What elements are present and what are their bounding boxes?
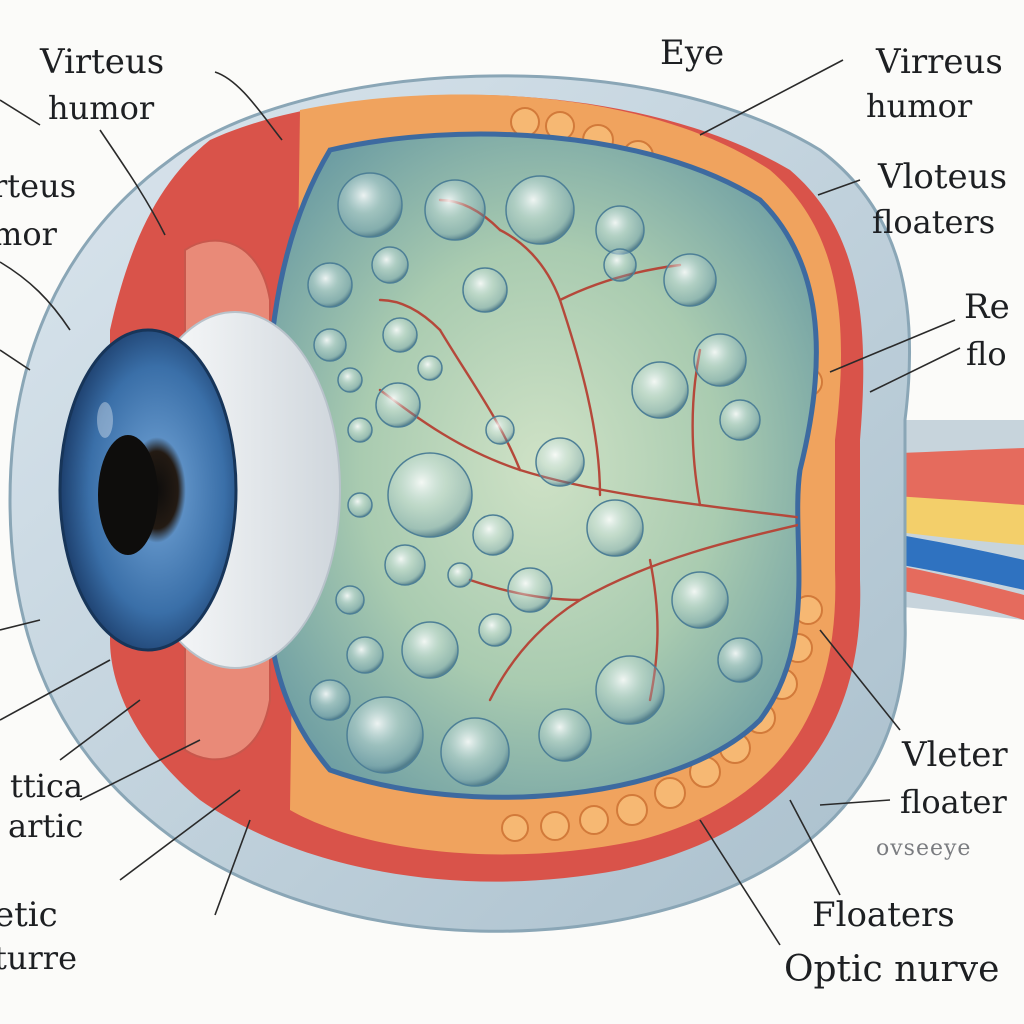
label-vitreous-humor-top-right-line1: Virreus [876, 42, 1003, 82]
label-vitreous-floaters-right-line2: floaters [872, 203, 996, 241]
label-retina-floaters-right-line2: flo [966, 335, 1007, 373]
label-vitreous-floaters-lower-right-line1: Vleter [902, 735, 1008, 775]
floaters [307, 172, 763, 787]
label-optic-left-line1: ttica [10, 767, 83, 805]
label-vitreous-humor-top-left-line1: Virteus [40, 42, 165, 82]
label-vitreous-floaters-lower-right-line2: floater [900, 783, 1007, 821]
label-eye: Eye [660, 33, 725, 73]
label-optic-nerve-bottom-left-line1: etic [0, 895, 58, 935]
label-small-caption: ovseeye [876, 836, 972, 861]
label-vitreous-humor-left-line1: rteus [0, 167, 77, 205]
label-optic-nerve-bottom-left-line2: turre [0, 939, 77, 977]
label-vitreous-humor-left-line2: mor [0, 215, 57, 253]
label-leader-lines [0, 59, 961, 946]
label-retina-floaters-right-line1: Re [964, 287, 1010, 327]
label-vitreous-humor-top-left-line2: humor [48, 89, 155, 127]
label-floaters: Floaters [812, 895, 955, 935]
pupil [98, 435, 158, 555]
label-vitreous-floaters-right-line1: Vloteus [878, 157, 1008, 197]
label-optic-nerve: Optic nurve [784, 949, 1000, 990]
label-optic-left-line2: artic [8, 807, 84, 845]
iris [58, 328, 238, 652]
label-vitreous-humor-top-right-line2: humor [866, 87, 973, 125]
